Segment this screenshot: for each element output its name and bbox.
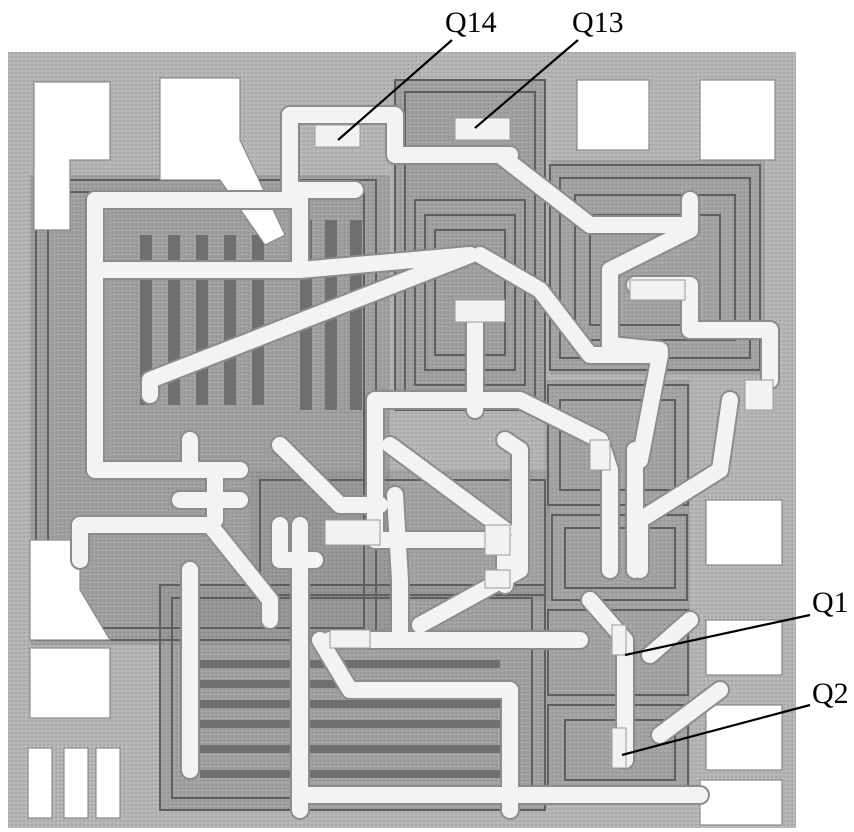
bond-pad: [29, 647, 111, 719]
q14-leader: [337, 39, 453, 141]
bond-pad: [699, 779, 783, 826]
bond-pad: [576, 79, 650, 151]
q13-contact: [454, 117, 511, 141]
q1-leader: [624, 613, 811, 657]
q1-contact: [611, 624, 627, 656]
bond-pad: [63, 747, 89, 819]
bond-pads: [27, 77, 783, 826]
transistor-contacts: [314, 117, 774, 769]
q2-contact: [611, 727, 627, 769]
bond-pad: [705, 499, 783, 566]
label-q1: Q1: [812, 586, 849, 619]
metal-interconnect: [70, 105, 780, 820]
bond-pad: [27, 747, 53, 819]
label-q13: Q13: [572, 6, 624, 39]
bond-pad: [33, 81, 111, 231]
q14-contact: [314, 124, 361, 148]
label-q14: Q14: [445, 6, 497, 39]
label-q2: Q2: [812, 677, 849, 710]
bond-pad: [699, 79, 776, 161]
callouts: [337, 39, 811, 757]
bond-pad: [95, 747, 121, 819]
q13-leader: [474, 39, 579, 129]
q2-leader: [621, 703, 811, 757]
